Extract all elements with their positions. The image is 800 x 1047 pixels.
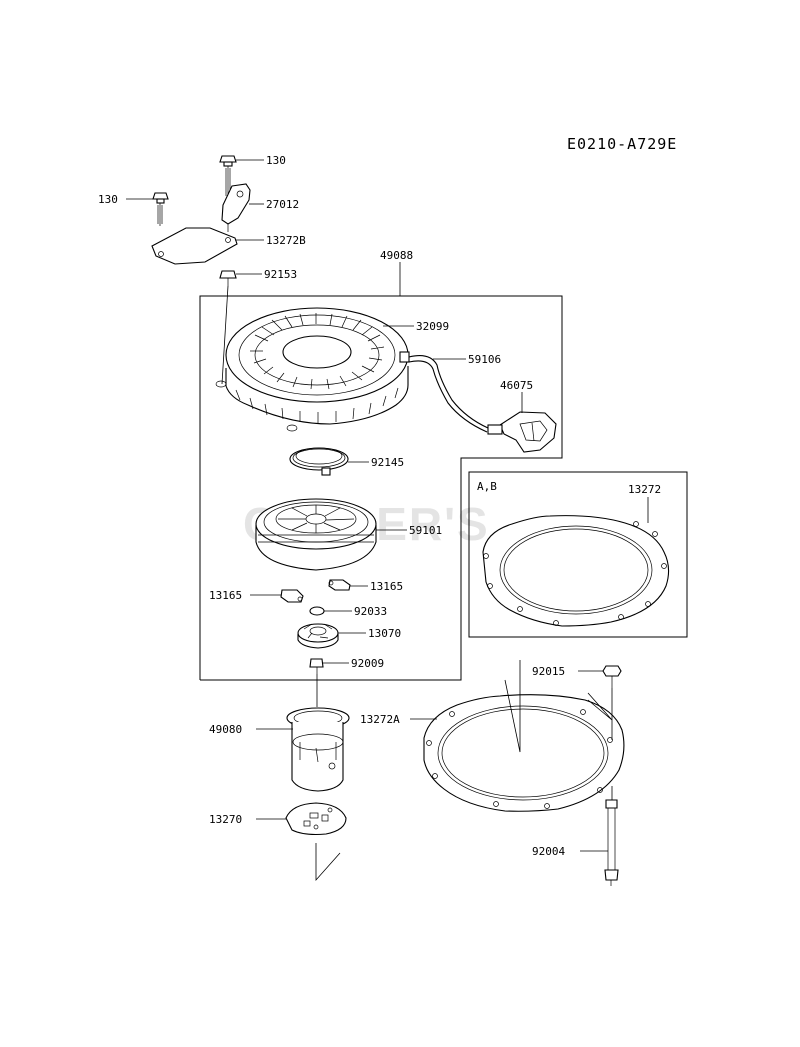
ratchet-icon bbox=[297, 623, 339, 649]
callout-32099: 32099 bbox=[416, 320, 449, 333]
callout-49088: 49088 bbox=[380, 249, 413, 262]
callout-92004: 92004 bbox=[532, 845, 565, 858]
callout-130-top: 130 bbox=[266, 154, 286, 167]
gasket-icon bbox=[482, 515, 670, 627]
plate-icon bbox=[285, 802, 347, 836]
callout-49080: 49080 bbox=[209, 723, 242, 736]
inset-label: A,B bbox=[477, 480, 497, 493]
pawl-icon bbox=[328, 579, 351, 591]
callout-59101: 59101 bbox=[409, 524, 442, 537]
spring-icon bbox=[289, 447, 349, 476]
screw-icon bbox=[309, 658, 324, 674]
inset-frame bbox=[468, 471, 688, 638]
bracket-icon bbox=[221, 183, 251, 232]
bolt-icon bbox=[152, 192, 169, 226]
gasket-icon bbox=[423, 694, 625, 812]
callout-130-left: 130 bbox=[98, 193, 118, 206]
callout-13272B: 13272B bbox=[266, 234, 306, 247]
cup-icon bbox=[286, 707, 350, 792]
callout-13272: 13272 bbox=[628, 483, 661, 496]
callout-92145: 92145 bbox=[371, 456, 404, 469]
callout-27012: 27012 bbox=[266, 198, 299, 211]
callout-13165-left: 13165 bbox=[209, 589, 242, 602]
callout-92009: 92009 bbox=[351, 657, 384, 670]
callout-13165-right: 13165 bbox=[370, 580, 403, 593]
pawl-icon bbox=[280, 589, 304, 603]
callout-13270: 13270 bbox=[209, 813, 242, 826]
bolt-icon bbox=[219, 270, 237, 286]
callout-92033: 92033 bbox=[354, 605, 387, 618]
diagram-id: E0210-A729E bbox=[567, 135, 677, 153]
stud-icon bbox=[604, 799, 619, 886]
nut-icon bbox=[602, 665, 622, 688]
callout-59106: 59106 bbox=[468, 353, 501, 366]
callout-13070: 13070 bbox=[368, 627, 401, 640]
callout-92015: 92015 bbox=[532, 665, 565, 678]
o-ring-icon bbox=[309, 606, 325, 616]
assembly-frame-49088 bbox=[199, 295, 563, 681]
callout-92153: 92153 bbox=[264, 268, 297, 281]
reel-icon bbox=[255, 498, 377, 571]
starter-rope-icon bbox=[408, 355, 489, 433]
callout-46075: 46075 bbox=[500, 379, 533, 392]
handle-icon bbox=[487, 411, 557, 453]
plate-icon bbox=[151, 227, 238, 265]
callout-13272A: 13272A bbox=[360, 713, 400, 726]
recoil-housing-icon bbox=[215, 307, 410, 432]
